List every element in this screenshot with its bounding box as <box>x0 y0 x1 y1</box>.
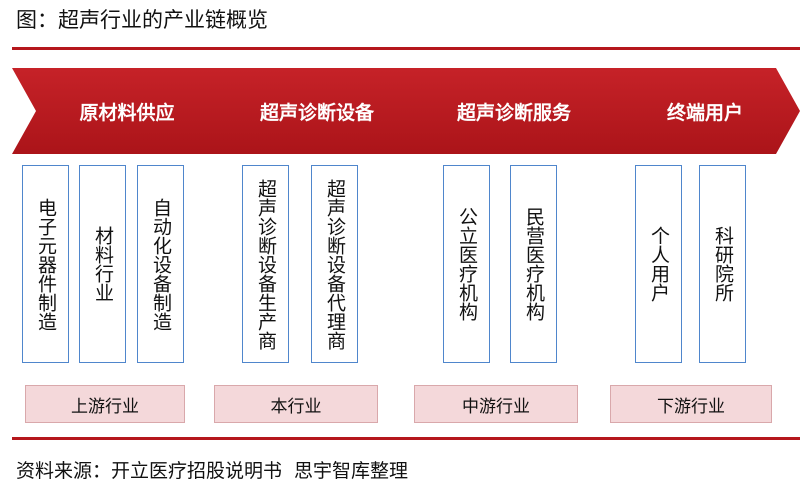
category-research-institutes: 科研院所 <box>699 165 746 363</box>
category-label: 个人用户 <box>648 226 670 302</box>
category-individual-users: 个人用户 <box>635 165 682 363</box>
tier-this-industry: 本行业 <box>214 385 378 423</box>
category-equipment-distributors: 超声诊断设备代理商 <box>311 165 358 363</box>
stage-label: 原材料供应 <box>79 101 175 124</box>
stage-label: 超声诊断设备 <box>259 101 374 124</box>
source-org: 思宇智库整理 <box>294 460 409 482</box>
stage-diagnostic-equipment: 超声诊断设备 <box>196 68 418 154</box>
category-label: 自动化设备制造 <box>150 197 172 331</box>
category-label: 电子元器件制造 <box>35 197 57 331</box>
category-equipment-manufacturers: 超声诊断设备生产商 <box>242 165 289 363</box>
diagram-title: 图：超声行业的产业链概览 <box>16 8 268 32</box>
stage-end-users: 终端用户 <box>590 68 800 154</box>
stage-chevron-row: 原材料供应 超声诊断设备 超声诊断服务 终端用户 <box>0 68 809 154</box>
category-label: 超声诊断设备生产商 <box>255 178 277 350</box>
source-note: 资料来源：开立医疗招股说明书思宇智库整理 <box>16 458 408 484</box>
category-private-medical: 民营医疗机构 <box>510 165 557 363</box>
stage-label: 终端用户 <box>666 101 743 124</box>
top-rule <box>12 47 800 50</box>
category-public-medical: 公立医疗机构 <box>443 165 490 363</box>
bottom-rule <box>12 437 800 440</box>
stage-raw-materials: 原材料供应 <box>12 68 222 154</box>
category-label: 公立医疗机构 <box>456 207 478 321</box>
category-label: 超声诊断设备代理商 <box>324 178 346 350</box>
tier-upstream: 上游行业 <box>25 385 185 423</box>
category-label: 科研院所 <box>712 226 734 302</box>
category-automation-equipment: 自动化设备制造 <box>137 165 184 363</box>
category-electronic-components: 电子元器件制造 <box>22 165 69 363</box>
category-label: 材料行业 <box>92 226 114 302</box>
source-label: 资料来源：开立医疗招股说明书 <box>16 460 283 482</box>
category-label: 民营医疗机构 <box>523 207 545 321</box>
stage-diagnostic-services: 超声诊断服务 <box>392 68 616 154</box>
tier-midstream: 中游行业 <box>414 385 578 423</box>
category-materials: 材料行业 <box>79 165 126 363</box>
tier-downstream: 下游行业 <box>610 385 772 423</box>
stage-label: 超声诊断服务 <box>456 101 571 124</box>
